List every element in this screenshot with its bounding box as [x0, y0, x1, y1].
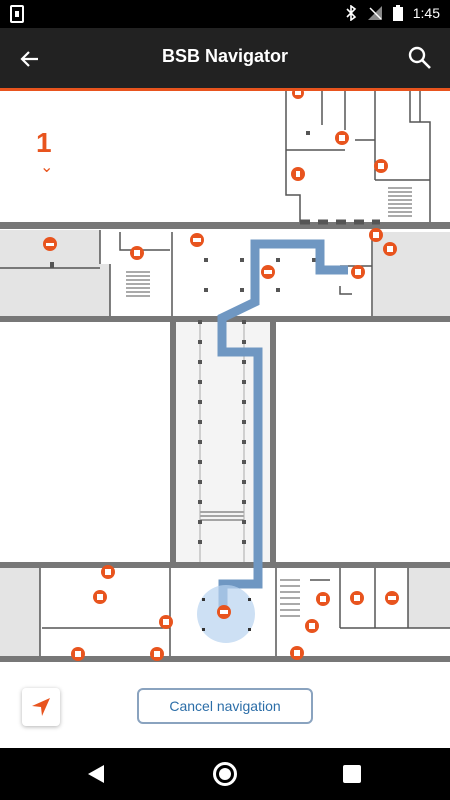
nav-recents-icon[interactable] — [343, 765, 361, 783]
app-bar: BSB Navigator — [0, 28, 450, 88]
back-arrow-icon[interactable] — [16, 44, 46, 74]
locate-button[interactable] — [22, 688, 60, 726]
bottom-panel: Cancel navigation — [0, 666, 450, 748]
locate-arrow-icon — [32, 698, 50, 716]
system-nav-bar — [0, 748, 450, 800]
floor-map[interactable]: 1 ⌄ — [0, 91, 450, 666]
page-title: BSB Navigator — [161, 46, 289, 66]
status-bar: 1:45 — [0, 0, 450, 28]
chevron-down-icon[interactable]: ⌄ — [40, 157, 54, 176]
accent-divider — [0, 88, 450, 91]
status-time: 1:45 — [412, 5, 440, 21]
nav-back-icon[interactable] — [88, 765, 104, 783]
search-icon[interactable] — [406, 44, 434, 72]
signal-icon — [367, 6, 382, 20]
battery-icon — [392, 5, 403, 21]
download-notification-icon — [10, 5, 24, 23]
cancel-navigation-button[interactable]: Cancel navigation — [137, 688, 313, 724]
bluetooth-icon — [346, 5, 356, 21]
floor-number[interactable]: 1 — [36, 127, 52, 158]
nav-home-icon[interactable] — [213, 762, 237, 786]
floor-plan-drawing — [0, 91, 450, 662]
